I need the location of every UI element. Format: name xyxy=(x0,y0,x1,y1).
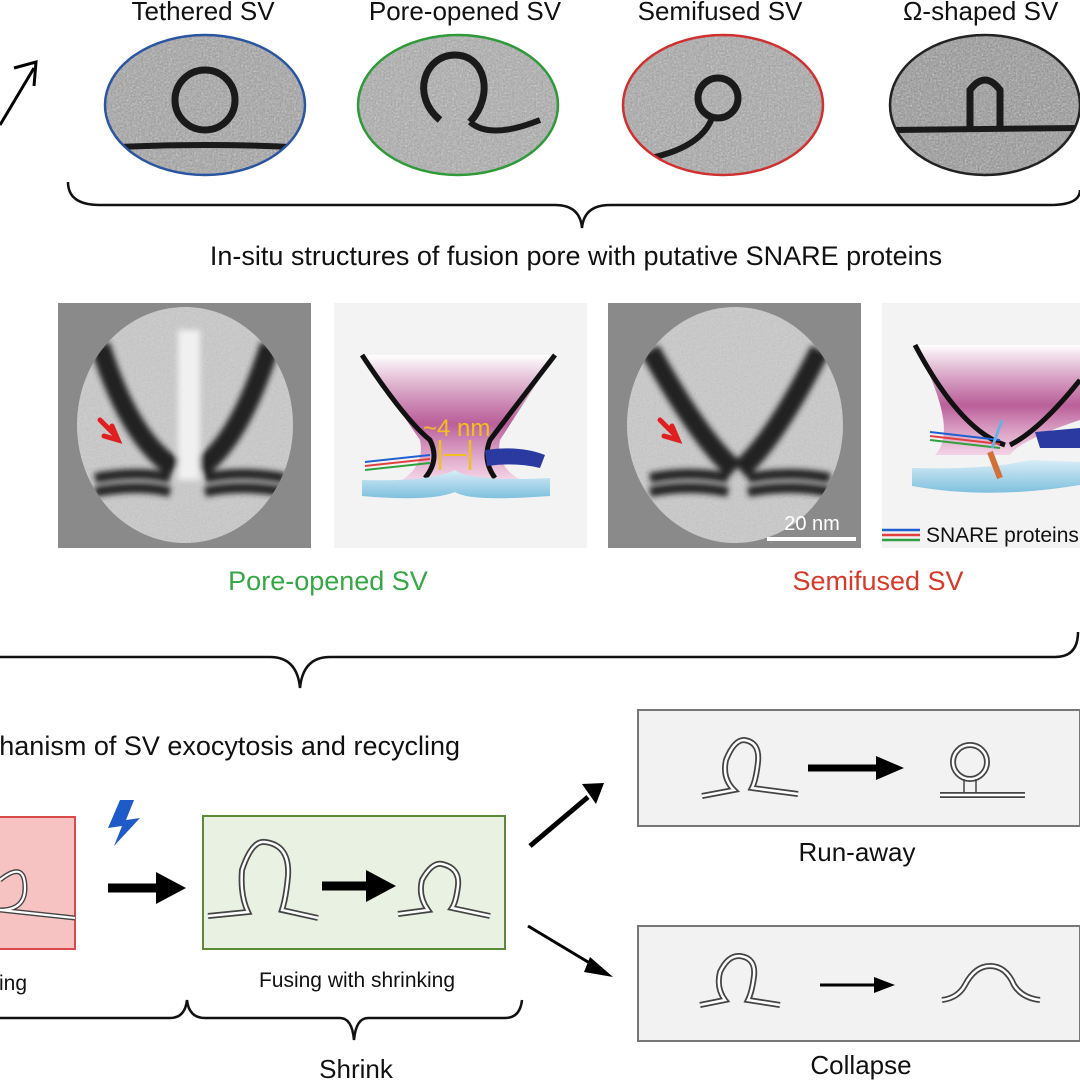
collapse-arrow xyxy=(820,977,895,993)
collapse-label: Collapse xyxy=(810,1050,911,1080)
tomogram-average-semifused: 20 nm xyxy=(608,303,861,548)
docking-box xyxy=(0,816,76,950)
arrow-to-runaway xyxy=(528,783,604,848)
semifused-sv-border xyxy=(621,33,825,177)
pore-size-label: ~4 nm xyxy=(423,415,490,442)
caption-pore-opened: Pore-opened SV xyxy=(228,566,428,596)
tomogram-average-pore-opened xyxy=(58,303,311,548)
label-omega-shaped-sv: Ω-shaped SV xyxy=(903,0,1059,26)
shrink-brace xyxy=(0,999,524,1041)
runaway-vesicle-before xyxy=(701,736,799,799)
arrow-to-collapse xyxy=(527,924,613,977)
pore-opened-sv-border xyxy=(356,33,560,177)
arrow-to-fusing xyxy=(108,872,186,904)
runaway-vesicle-after xyxy=(940,742,1025,798)
runaway-label: Run-away xyxy=(798,837,915,867)
semifused-sv-panel xyxy=(621,33,825,177)
fusing-vesicle-large xyxy=(207,838,319,921)
runaway-arrow xyxy=(808,756,904,780)
docking-caption: Docking xyxy=(0,972,27,995)
fusing-caption: Fusing with shrinking xyxy=(259,969,455,992)
scale-bar-label: 20 nm xyxy=(784,513,840,535)
shrink-label: Shrink xyxy=(319,1054,394,1080)
mechanism-heading: Mechanism of SV exocytosis and recycling xyxy=(0,731,460,761)
label-semifused-sv: Semifused SV xyxy=(638,0,803,26)
collapse-vesicle-before xyxy=(699,952,781,1008)
tethered-sv-border xyxy=(103,33,307,177)
docking-caption-clip: Docking xyxy=(0,972,27,995)
collapse-vesicle-after xyxy=(941,962,1041,1003)
snare-legend-label: SNARE proteins xyxy=(926,524,1079,547)
entry-arrow xyxy=(0,59,38,126)
insitu-heading: In-situ structures of fusion pore with p… xyxy=(210,241,942,271)
snare-legend: SNARE proteins xyxy=(882,524,1079,547)
omega-shaped-sv-border xyxy=(888,33,1080,177)
top-brace xyxy=(66,181,1080,229)
caption-semifused: Semifused SV xyxy=(792,566,963,596)
label-pore-opened-sv: Pore-opened SV xyxy=(369,0,562,26)
mechanism-heading-clip: Mechanism of SV exocytosis and recycling xyxy=(0,731,460,761)
pore-opened-sv-panel xyxy=(356,33,560,177)
model-pore-opened: ~4 nm xyxy=(334,303,587,548)
label-tethered-sv: Tethered SV xyxy=(131,0,275,26)
stimulus-lightning-icon xyxy=(108,800,140,846)
fusing-arrow xyxy=(322,870,396,902)
red-pointer-arrow-right xyxy=(657,417,683,444)
red-pointer-arrow-left xyxy=(97,417,123,444)
middle-brace xyxy=(0,631,1080,689)
model-semifused xyxy=(882,303,1080,548)
tethered-sv-panel xyxy=(103,33,307,177)
omega-shaped-sv-panel xyxy=(888,33,1080,177)
fusing-vesicle-small xyxy=(397,860,491,919)
